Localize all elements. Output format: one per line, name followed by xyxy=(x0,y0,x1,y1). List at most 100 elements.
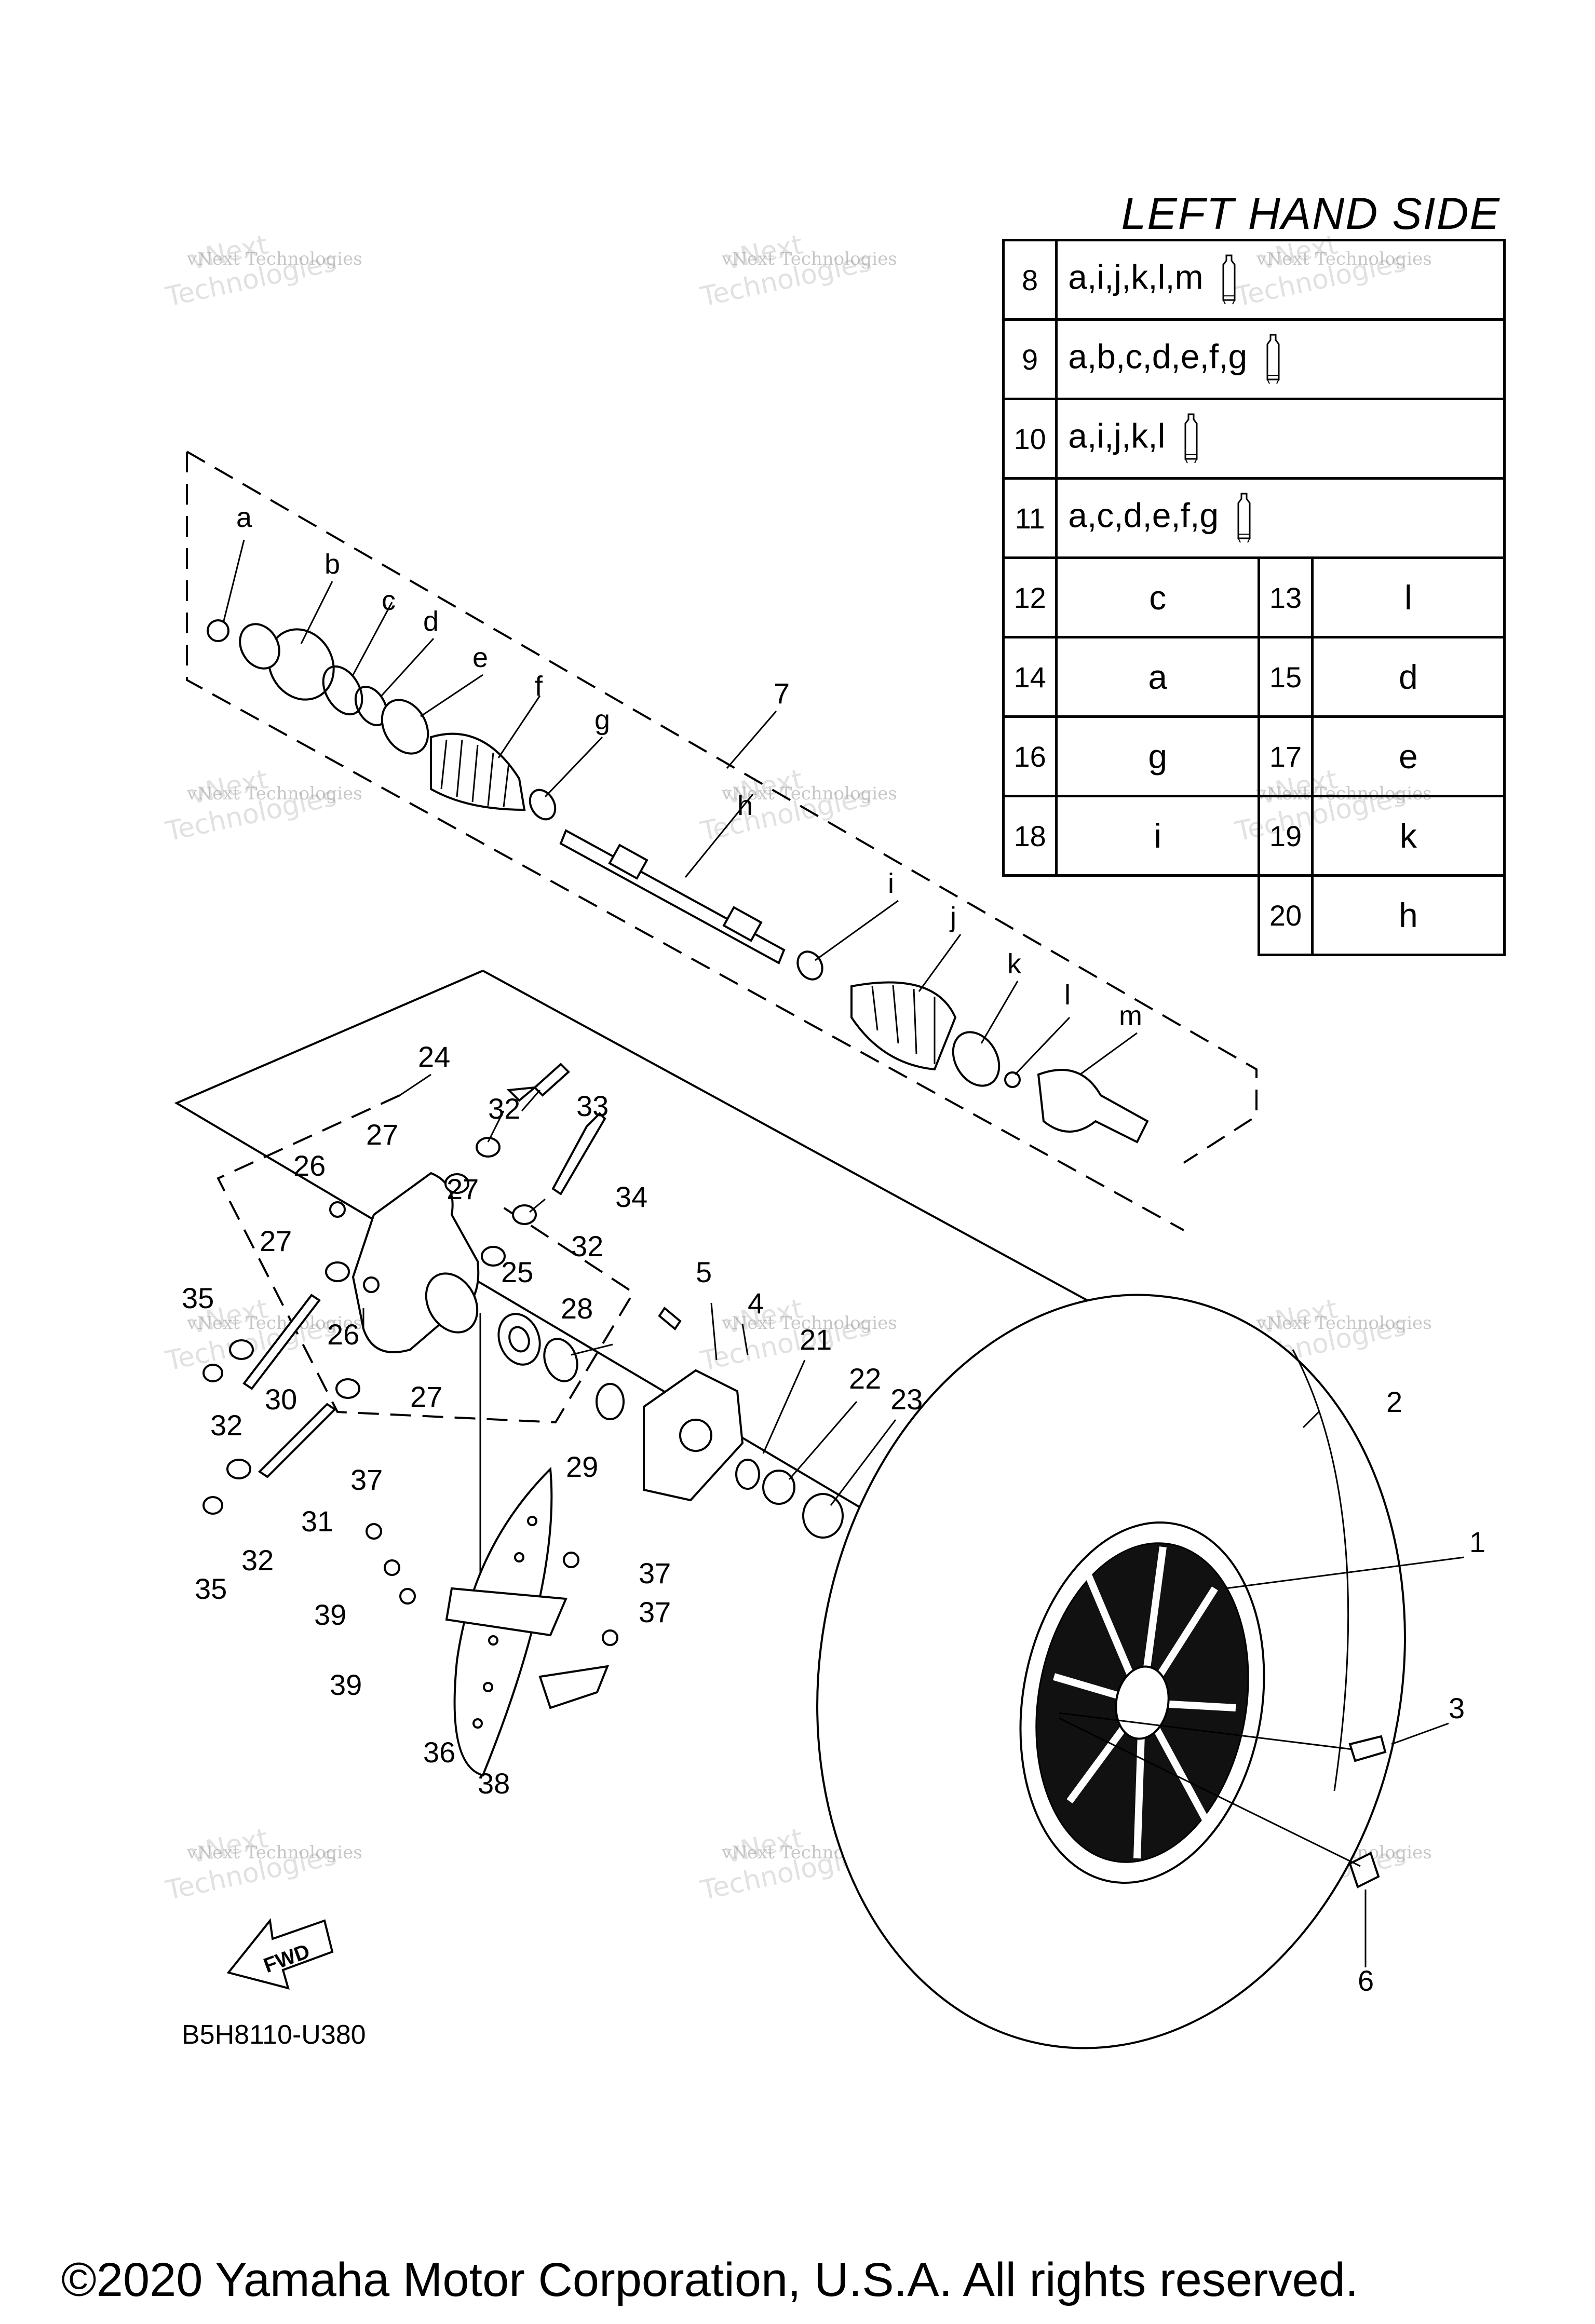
copyright-notice: ©2020 Yamaha Motor Corporation, U.S.A. A… xyxy=(61,2253,1359,2306)
callout-33: 33 xyxy=(576,1090,609,1122)
legend-row: 10 a,i,j,k,l xyxy=(1002,398,1506,480)
callout-37: 37 xyxy=(639,1596,671,1628)
bushing-27 xyxy=(481,1246,506,1267)
tire-tread-edge xyxy=(1292,1349,1349,1791)
legend-row: 12 c 13 l xyxy=(1002,556,1506,638)
callout-32: 32 xyxy=(210,1409,242,1442)
callout-31: 31 xyxy=(301,1505,333,1538)
protector-38 xyxy=(538,1665,610,1709)
washer-32 xyxy=(476,1137,501,1158)
legend-value: k xyxy=(1310,795,1506,877)
bushing-27 xyxy=(444,1173,469,1194)
callout-6: 6 xyxy=(1358,1964,1374,1997)
callout-1: 1 xyxy=(1469,1526,1485,1558)
dust-boot-f xyxy=(430,732,526,811)
washer-32 xyxy=(226,1459,251,1479)
callout-27: 27 xyxy=(447,1173,479,1205)
inner-joint-b xyxy=(267,628,335,701)
label-a: a xyxy=(236,502,252,533)
callout-35: 35 xyxy=(182,1282,214,1314)
label-j: j xyxy=(949,902,956,933)
legend-panel: LEFT HAND SIDE 8 a,i,j,k,l,m 9 a,b,c,d,e… xyxy=(1002,189,1506,956)
dust-boot-j xyxy=(850,981,957,1071)
washer-32 xyxy=(512,1204,537,1225)
callout-26: 26 xyxy=(327,1318,359,1351)
valve-3 xyxy=(1348,1735,1387,1762)
forward-arrow-icon: FWD xyxy=(226,1918,334,1990)
circlip-c xyxy=(322,665,363,716)
legend-parts-text: a,i,j,k,l xyxy=(1068,416,1166,455)
wheel-center-cap xyxy=(1115,1665,1170,1740)
legend-number: 18 xyxy=(1002,795,1058,877)
shaft-spline xyxy=(608,844,648,880)
callout-32: 32 xyxy=(241,1544,274,1576)
knuckle-hub-assembly xyxy=(174,970,1226,1777)
legend-number: 10 xyxy=(1002,398,1058,480)
callout-23: 23 xyxy=(890,1383,923,1416)
callout-26: 26 xyxy=(293,1149,326,1182)
boot-band-i xyxy=(796,950,823,981)
legend-parts: a,c,d,e,f,g xyxy=(1055,477,1506,559)
legend-parts-text: a,i,j,k,l,m xyxy=(1068,257,1204,296)
boot-band-e xyxy=(381,699,429,755)
legend-parts: a,i,j,k,l,m xyxy=(1055,239,1506,321)
callout-30: 30 xyxy=(265,1383,297,1416)
circlip-28 xyxy=(543,1338,578,1382)
label-g: g xyxy=(594,704,610,736)
legend-row: 18 i 19 k xyxy=(1002,795,1506,877)
legend-parts-text: a,b,c,d,e,f,g xyxy=(1068,337,1248,376)
callout-39: 39 xyxy=(314,1598,346,1631)
boot-band-k xyxy=(952,1031,1001,1087)
label-c: c xyxy=(382,585,396,616)
legend-number: 16 xyxy=(1002,715,1058,797)
wheel-leader-lines xyxy=(1059,1712,1361,1867)
bolt-39 xyxy=(384,1559,400,1576)
oil-seal-29 xyxy=(596,1383,625,1420)
callout-35: 35 xyxy=(195,1572,227,1605)
legend-value: c xyxy=(1055,556,1261,638)
bolt-5 xyxy=(658,1307,682,1330)
nut-35 xyxy=(202,1364,223,1382)
boot-folds xyxy=(440,739,510,808)
legend-number: 9 xyxy=(1002,318,1058,400)
drive-shaft-assembly: a b c d e f g h i j k l m 7 xyxy=(186,451,1258,1231)
grease-tube-icon xyxy=(1265,334,1281,385)
circlip-l xyxy=(1004,1071,1021,1088)
callout-28: 28 xyxy=(561,1292,593,1325)
brake-disc-guard xyxy=(445,1587,567,1637)
assembly-link-line xyxy=(710,1302,718,1361)
pin-30 xyxy=(242,1294,321,1390)
label-l: l xyxy=(1064,980,1071,1011)
legend-blank xyxy=(1004,876,1057,955)
drive-shaft xyxy=(559,829,786,964)
washer-32 xyxy=(229,1339,254,1360)
legend-row: 14 a 15 d xyxy=(1002,636,1506,718)
callout-27: 27 xyxy=(410,1380,442,1413)
bolt-33 xyxy=(506,1063,570,1102)
legend-value: i xyxy=(1055,795,1261,877)
watermark: vNext Technologies xyxy=(721,249,897,269)
bolt-37 xyxy=(563,1552,579,1568)
legend-value: g xyxy=(1055,715,1261,797)
grease-nipple-26 xyxy=(329,1201,346,1218)
boot-folds xyxy=(871,985,936,1064)
wheel-nut-6 xyxy=(1348,1852,1380,1888)
legend-number: 14 xyxy=(1002,636,1058,718)
callout-29: 29 xyxy=(566,1450,598,1483)
nut-35 xyxy=(202,1496,223,1515)
inner-joint-b-spline xyxy=(239,623,280,670)
label-f: f xyxy=(535,671,543,702)
legend-value: h xyxy=(1310,874,1506,956)
callout-34: 34 xyxy=(615,1180,647,1213)
watermark: vNext Technologies xyxy=(186,783,362,804)
watermark: vNext Technologies xyxy=(186,249,362,269)
watermark: vNext Technologies xyxy=(721,1313,897,1334)
legend-row: 9 a,b,c,d,e,f,g xyxy=(1002,318,1506,400)
callout-32: 32 xyxy=(488,1092,520,1125)
legend-number: 12 xyxy=(1002,556,1058,638)
callout-25: 25 xyxy=(501,1256,533,1288)
diagram-code: B5H8110-U380 xyxy=(182,2020,366,2050)
label-b: b xyxy=(325,549,340,580)
legend-parts-text: a,c,d,e,f,g xyxy=(1068,496,1219,535)
legend-number: 20 xyxy=(1258,874,1314,956)
